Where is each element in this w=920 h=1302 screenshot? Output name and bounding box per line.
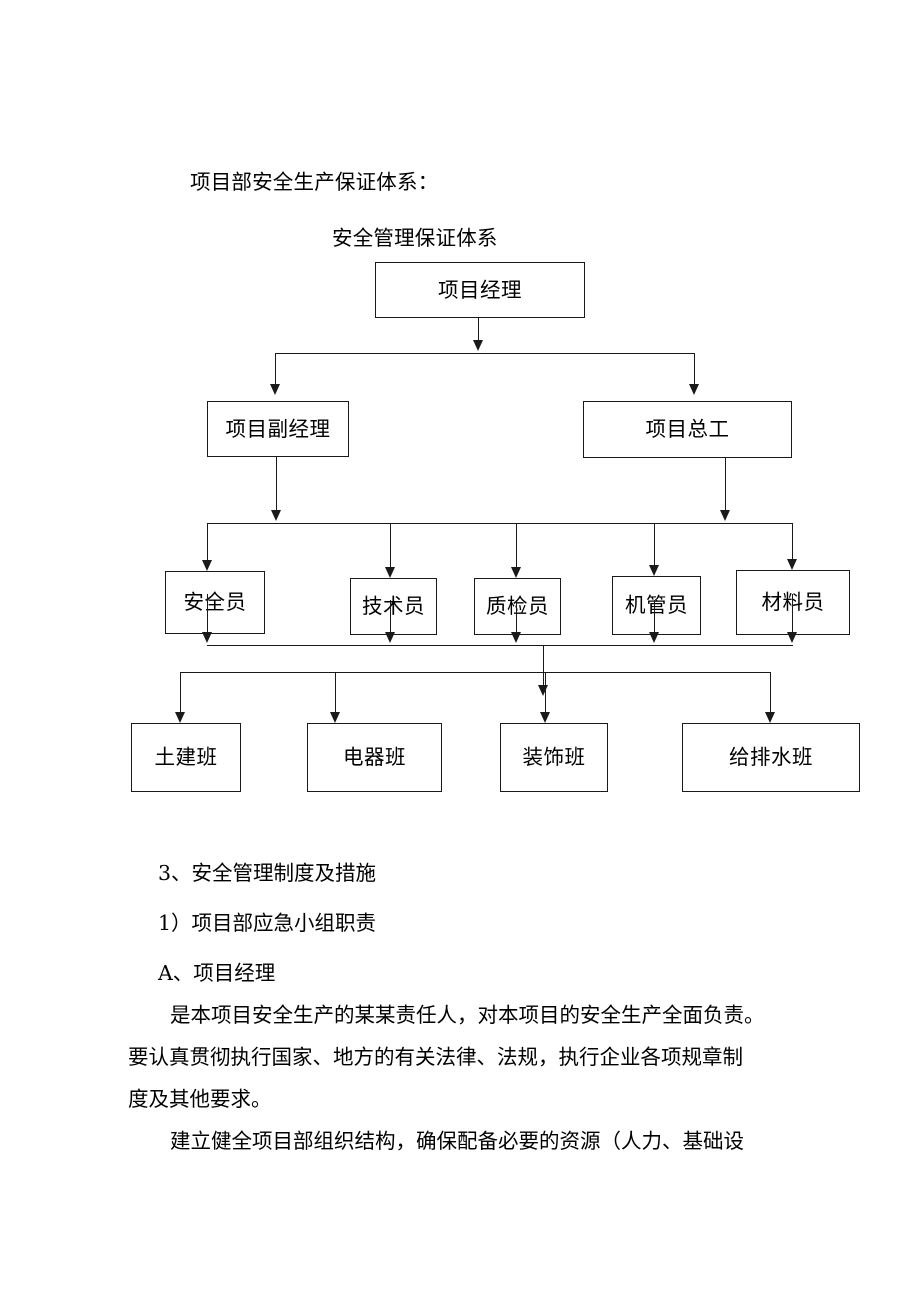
connector-bus-level3-drop-4 — [654, 523, 655, 565]
connector-l2-right-stem — [725, 458, 726, 510]
connector-l3-arrow-4 — [648, 632, 659, 643]
connector-l3-arrow-5 — [786, 632, 797, 643]
org-node-equipment-manager: 机管员 — [612, 576, 701, 635]
connector-bus-level2 — [275, 353, 695, 354]
connector-center-stem-arrow — [537, 685, 548, 696]
connector-bus-level2-right-arrow — [688, 384, 699, 395]
org-chart: 项目经理 项目副经理 项目总工 安全员 技术员 质 — [131, 262, 860, 792]
body-text-block: 3、安全管理制度及措施 1）项目部应急小组职责 A、项目经理 是本项目安全生产的… — [128, 852, 808, 1162]
connector-bus-level4-arrow-3 — [539, 712, 550, 723]
connector-l2-left-stem-arrow — [270, 510, 281, 521]
connector-bus-level4-drop-2 — [335, 672, 336, 712]
connector-bus-level3-arrow-4 — [648, 565, 659, 576]
connector-collector-bus — [207, 645, 793, 646]
connector-l2-right-stem-arrow — [719, 510, 730, 521]
connector-l3-arrow-2 — [384, 632, 395, 643]
org-node-quality-inspector: 质检员 — [474, 578, 561, 635]
connector-bus-level4-arrow-4 — [764, 712, 775, 723]
connector-bus-level3-arrow-1 — [201, 560, 212, 571]
connector-l3-drop-3 — [516, 600, 517, 632]
chart-title: 安全管理保证体系 — [332, 226, 498, 250]
connector-l3-arrow-1 — [201, 632, 212, 643]
connector-bus-level3 — [207, 523, 793, 524]
paragraph-1-line-3: 度及其他要求。 — [128, 1087, 272, 1111]
connector-bus-level2-left-arrow — [269, 384, 280, 395]
org-node-material-clerk: 材料员 — [736, 570, 850, 635]
connector-l1-stem-arrow — [472, 340, 483, 351]
heading-item-a: A、项目经理 — [158, 961, 276, 985]
org-node-civil-works-team: 土建班 — [131, 723, 241, 792]
connector-bus-level2-left-drop — [275, 353, 276, 384]
connector-bus-level3-drop-2 — [390, 523, 391, 567]
connector-bus-level4-drop-3 — [545, 672, 546, 712]
connector-l3-drop-1 — [207, 594, 208, 632]
paragraph-1-line-1: 是本项目安全生产的某某责任人，对本项目的安全生产全面负责。 — [170, 1003, 765, 1027]
connector-l1-stem — [478, 318, 479, 340]
org-node-deputy-project-manager: 项目副经理 — [207, 401, 349, 457]
org-node-water-supply-drainage-team: 给排水班 — [682, 723, 860, 792]
connector-bus-level3-drop-1 — [207, 523, 208, 560]
org-node-project-manager: 项目经理 — [375, 262, 585, 318]
connector-bus-level3-arrow-2 — [384, 567, 395, 578]
heading-item-1: 1）项目部应急小组职责 — [158, 911, 377, 935]
paragraph-1-line-2: 要认真贯彻执行国家、地方的有关法律、法规，执行企业各项规章制 — [128, 1045, 743, 1069]
connector-l3-drop-4 — [654, 600, 655, 632]
connector-bus-level4-drop-1 — [180, 672, 181, 712]
connector-bus-level2-right-drop — [694, 353, 695, 384]
org-node-technician: 技术员 — [350, 578, 437, 635]
connector-l3-arrow-3 — [510, 632, 521, 643]
org-node-electrical-team: 电器班 — [307, 723, 442, 792]
intro-line: 项目部安全生产保证体系： — [190, 170, 439, 194]
connector-bus-level4-arrow-1 — [174, 712, 185, 723]
org-node-chief-engineer: 项目总工 — [583, 401, 792, 458]
paragraph-2-line-1: 建立健全项目部组织结构，确保配备必要的资源（人力、基础设 — [170, 1129, 744, 1153]
connector-bus-level4 — [180, 672, 770, 673]
org-node-safety-officer: 安全员 — [165, 571, 265, 634]
connector-bus-level4-arrow-2 — [329, 712, 340, 723]
connector-bus-level3-arrow-5 — [786, 559, 797, 570]
connector-bus-level3-arrow-3 — [510, 567, 521, 578]
org-node-decoration-team: 装饰班 — [500, 723, 608, 792]
connector-l3-drop-5 — [792, 594, 793, 632]
connector-bus-level4-drop-4 — [770, 672, 771, 712]
connector-center-stem — [543, 645, 544, 685]
connector-l2-left-stem — [276, 457, 277, 510]
connector-l3-drop-2 — [390, 600, 391, 632]
connector-bus-level3-drop-3 — [516, 523, 517, 567]
heading-section-3: 3、安全管理制度及措施 — [158, 861, 377, 885]
connector-bus-level3-drop-5 — [792, 523, 793, 559]
